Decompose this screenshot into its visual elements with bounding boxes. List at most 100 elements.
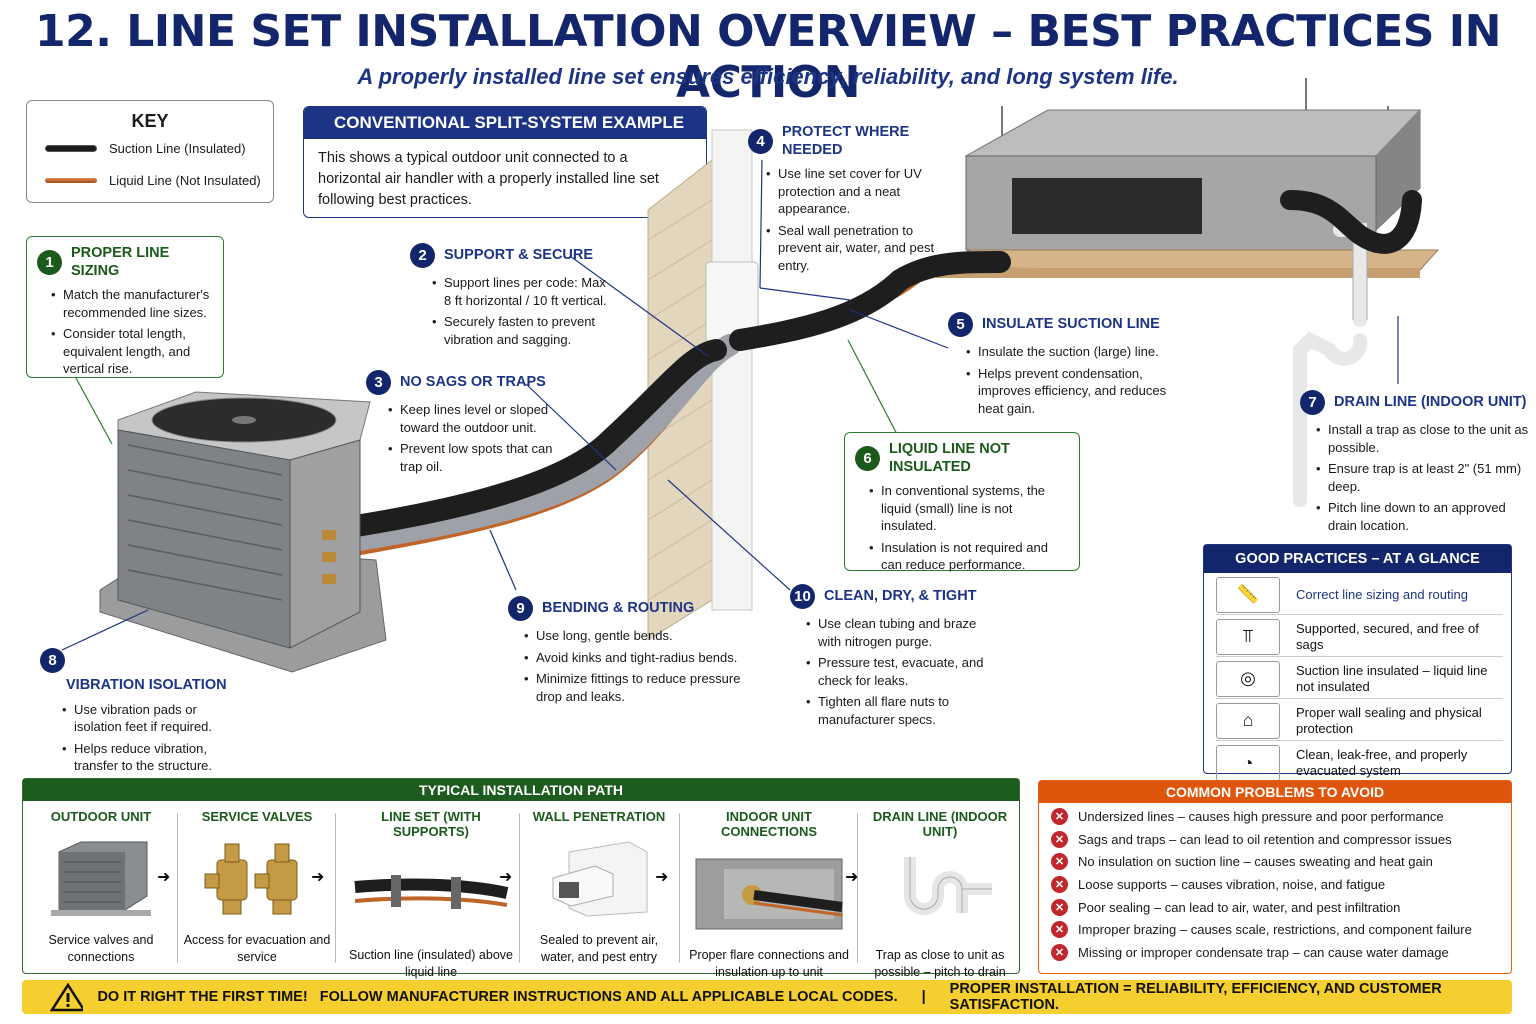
- path-divider: [519, 813, 520, 963]
- outdoor-unit-thumbnail: [41, 838, 161, 918]
- callout-title: DRAIN LINE (INDOOR UNIT): [1334, 393, 1527, 410]
- page-subtitle: A properly installed line set ensures ef…: [357, 64, 1179, 89]
- callout-leaders: [61, 159, 1399, 651]
- callout-number: 6: [855, 446, 880, 471]
- problem-item: ✕ Improper brazing – causes scale, restri…: [1051, 918, 1511, 941]
- callout-title: CLEAN, DRY, & TIGHT: [824, 587, 977, 604]
- path-divider: [335, 813, 336, 963]
- banner-left-text: DO IT RIGHT THE FIRST TIME! FOLLOW MANUF…: [97, 989, 898, 1005]
- pipe-insulation-icon: ◎: [1216, 660, 1280, 697]
- callout-number: 7: [1300, 390, 1325, 415]
- callout-title: PROPER LINE SIZING: [71, 245, 170, 279]
- problem-text: Undersized lines – causes high pressure …: [1078, 808, 1444, 824]
- path-divider: [679, 813, 680, 963]
- split-system-text: This shows a typical outdoor unit connec…: [318, 150, 659, 208]
- callout-title: LIQUID LINE NOT INSULATED: [889, 441, 1010, 475]
- problem-text: Loose supports – causes vibration, noise…: [1078, 876, 1386, 892]
- path-step-caption: Suction line (insulated) above liquid li…: [349, 948, 513, 979]
- good-practices-title: GOOD PRACTICES – AT A GLANCE: [1204, 545, 1511, 573]
- x-circle-icon: ✕: [1051, 830, 1068, 848]
- x-circle-icon: ✕: [1051, 943, 1068, 961]
- path-step-service-valves: SERVICE VALVES Access for evacuation and…: [181, 809, 333, 966]
- callout-bullet: Helps prevent condensation, improves eff…: [966, 365, 1178, 418]
- good-practice-item: ⫪ Supported, secured, and free of sags: [1216, 617, 1503, 657]
- callout-bullet: Use long, gentle bends.: [524, 627, 758, 645]
- path-step-wall-penetration: WALL PENETRATION Sealed to prevent air, …: [523, 809, 675, 966]
- bottom-banner: DO IT RIGHT THE FIRST TIME! FOLLOW MANUF…: [22, 980, 1512, 1014]
- good-practice-item: ⌂ Proper wall sealing and physical prote…: [1216, 701, 1503, 741]
- installation-path-panel: TYPICAL INSTALLATION PATH OUTDOOR UNIT S…: [22, 778, 1020, 979]
- arrow-right-icon: ➜: [157, 869, 171, 886]
- callout-bullet: Minimize fittings to reduce pressure dro…: [524, 670, 758, 705]
- gauge-icon: ◔: [1216, 745, 1280, 781]
- path-step-outdoor-unit: OUTDOOR UNIT Service valves and connecti…: [25, 809, 177, 966]
- arrow-right-icon: ➜: [311, 869, 325, 886]
- path-step-title: LINE SET (WITH SUPPORTS): [381, 809, 481, 839]
- callout-number: 1: [37, 250, 62, 275]
- problem-item: ✕ Undersized lines – causes high pressure…: [1051, 805, 1511, 828]
- callout-bullet: Seal wall penetration to prevent air, wa…: [766, 222, 948, 275]
- callout-bullet: Keep lines level or sloped toward the ou…: [388, 401, 576, 436]
- liquid-line-swatch: [45, 178, 97, 183]
- key-item-suction: Suction Line (Insulated): [45, 141, 246, 156]
- callout-bullet: In conventional systems, the liquid (sma…: [869, 482, 1069, 535]
- page-title: 12. LINE SET INSTALLATION OVERVIEW – BES…: [34, 6, 1502, 108]
- problem-text: Missing or improper condensate trap – ca…: [1078, 944, 1449, 960]
- callout-liquid-line: 6 LIQUID LINE NOT INSULATED In convention…: [844, 432, 1080, 572]
- good-practice-text: Supported, secured, and free of sags: [1296, 620, 1479, 652]
- problem-text: Sags and traps – can lead to oil retenti…: [1078, 831, 1452, 847]
- x-circle-icon: ✕: [1051, 807, 1068, 825]
- callout-bullet: Pressure test, evacuate, and check for l…: [806, 654, 1000, 689]
- banner-right-text: PROPER INSTALLATION = RELIABILITY, EFFIC…: [949, 981, 1442, 1013]
- path-divider: [857, 813, 858, 963]
- callout-number: 2: [410, 243, 435, 268]
- callout-bullet: Securely fasten to prevent vibration and…: [432, 313, 610, 348]
- common-problems-panel: COMMON PROBLEMS TO AVOID ✕ Undersized lin…: [1038, 780, 1512, 974]
- callout-bullet: Helps reduce vibration, transfer to the …: [62, 740, 240, 775]
- problem-text: Improper brazing – causes scale, restric…: [1078, 922, 1472, 938]
- indoor-air-handler: [935, 78, 1440, 278]
- callout-title: NO SAGS OR TRAPS: [400, 373, 546, 390]
- callout-bullet: Use vibration pads or isolation feet if …: [62, 701, 240, 736]
- line-set: [319, 190, 1422, 561]
- callout-number: 3: [366, 370, 391, 395]
- key-item-label: Suction Line (Insulated): [109, 141, 246, 156]
- common-problems-title: COMMON PROBLEMS TO AVOID: [1039, 781, 1511, 803]
- x-circle-icon: ✕: [1051, 921, 1068, 939]
- warning-icon: [50, 982, 84, 1012]
- x-circle-icon: ✕: [1051, 898, 1068, 916]
- path-step-caption: Access for evacuation and service: [183, 933, 331, 964]
- arrow-right-icon: ➜: [499, 869, 513, 886]
- callout-title: VIBRATION ISOLATION: [66, 677, 227, 693]
- split-system-title: CONVENTIONAL SPLIT-SYSTEM EXAMPLE: [304, 107, 706, 139]
- path-step-caption: Sealed to prevent air, water, and pest e…: [539, 933, 659, 964]
- problem-item: ✕ Missing or improper condensate trap – c…: [1051, 941, 1511, 964]
- callout-bullet: Pitch line down to an approved drain loc…: [1316, 499, 1532, 534]
- drain-line-thumbnail: [880, 853, 1000, 933]
- callout-bullet: Consider total length, equivalent length…: [51, 325, 213, 378]
- callout-title: PROTECT WHERE NEEDED: [782, 124, 910, 158]
- indoor-connections-thumbnail: [694, 853, 844, 933]
- callout-number: 4: [748, 129, 773, 154]
- good-practice-text: Clean, leak-free, and properly evacuated…: [1296, 747, 1468, 778]
- split-system-box: CONVENTIONAL SPLIT-SYSTEM EXAMPLE This s…: [303, 106, 707, 218]
- callout-no-sags: 3 NO SAGS OR TRAPS Keep lines level or sl…: [366, 370, 576, 479]
- path-step-caption: Proper flare connections and insulation …: [689, 948, 849, 979]
- callout-bullet: Tighten all flare nuts to manufacturer s…: [806, 693, 1000, 728]
- callout-title: BENDING & ROUTING: [542, 599, 695, 616]
- outdoor-unit: [99, 391, 387, 673]
- x-circle-icon: ✕: [1051, 875, 1068, 893]
- good-practice-text: Proper wall sealing and physical protect…: [1296, 704, 1482, 736]
- callout-bullet: Insulate the suction (large) line.: [966, 343, 1178, 361]
- path-step-title: WALL PENETRATION: [532, 809, 666, 824]
- house-seal-icon: ⌂: [1216, 702, 1280, 739]
- path-step-title: SERVICE VALVES: [201, 809, 313, 824]
- path-step-caption: Service valves and connections: [48, 933, 154, 964]
